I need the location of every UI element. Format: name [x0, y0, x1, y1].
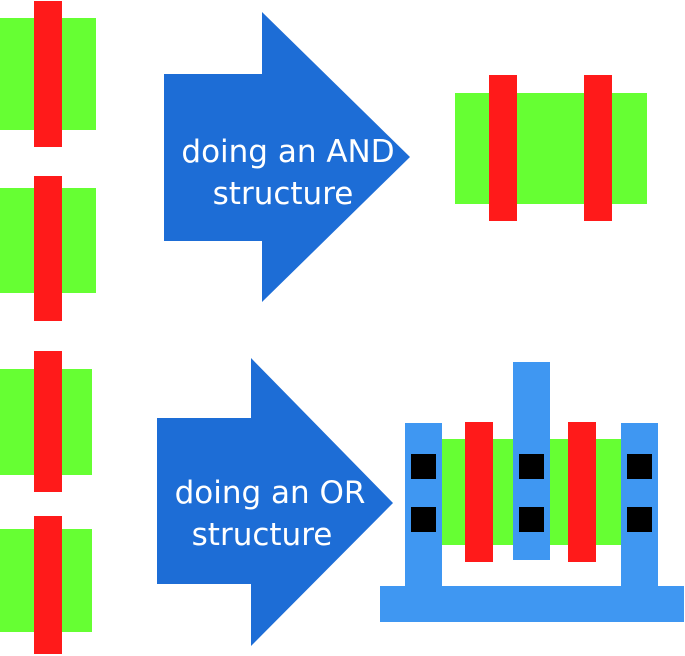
contact	[627, 454, 652, 479]
arrow-shape	[164, 12, 410, 302]
gate-a	[465, 422, 493, 562]
or-arrow-label-line2: structure	[192, 517, 333, 553]
and-arrow-label-line1: doing an AND	[181, 134, 394, 170]
and-arrow: doing an AND structure	[164, 12, 410, 302]
transistor-4	[0, 516, 92, 654]
transistor-1	[0, 1, 96, 147]
gate-b	[584, 75, 612, 221]
contact	[519, 454, 544, 479]
gate-b	[568, 422, 596, 562]
gate-a	[489, 75, 517, 221]
gate	[34, 351, 62, 492]
or-structure	[380, 362, 684, 622]
transistor-3	[0, 351, 92, 492]
shared-diffusion	[455, 93, 647, 204]
or-arrow: doing an OR structure	[157, 358, 393, 646]
and-structure	[455, 75, 647, 221]
arrow-shape	[157, 358, 393, 646]
contact	[519, 507, 544, 532]
transistor-2	[0, 176, 96, 321]
gate	[34, 1, 62, 147]
contact	[411, 454, 436, 479]
gate	[34, 516, 62, 654]
contact	[411, 507, 436, 532]
or-arrow-label-line1: doing an OR	[175, 475, 366, 511]
gate	[34, 176, 62, 321]
and-arrow-label-line2: structure	[213, 176, 354, 212]
contact	[627, 507, 652, 532]
